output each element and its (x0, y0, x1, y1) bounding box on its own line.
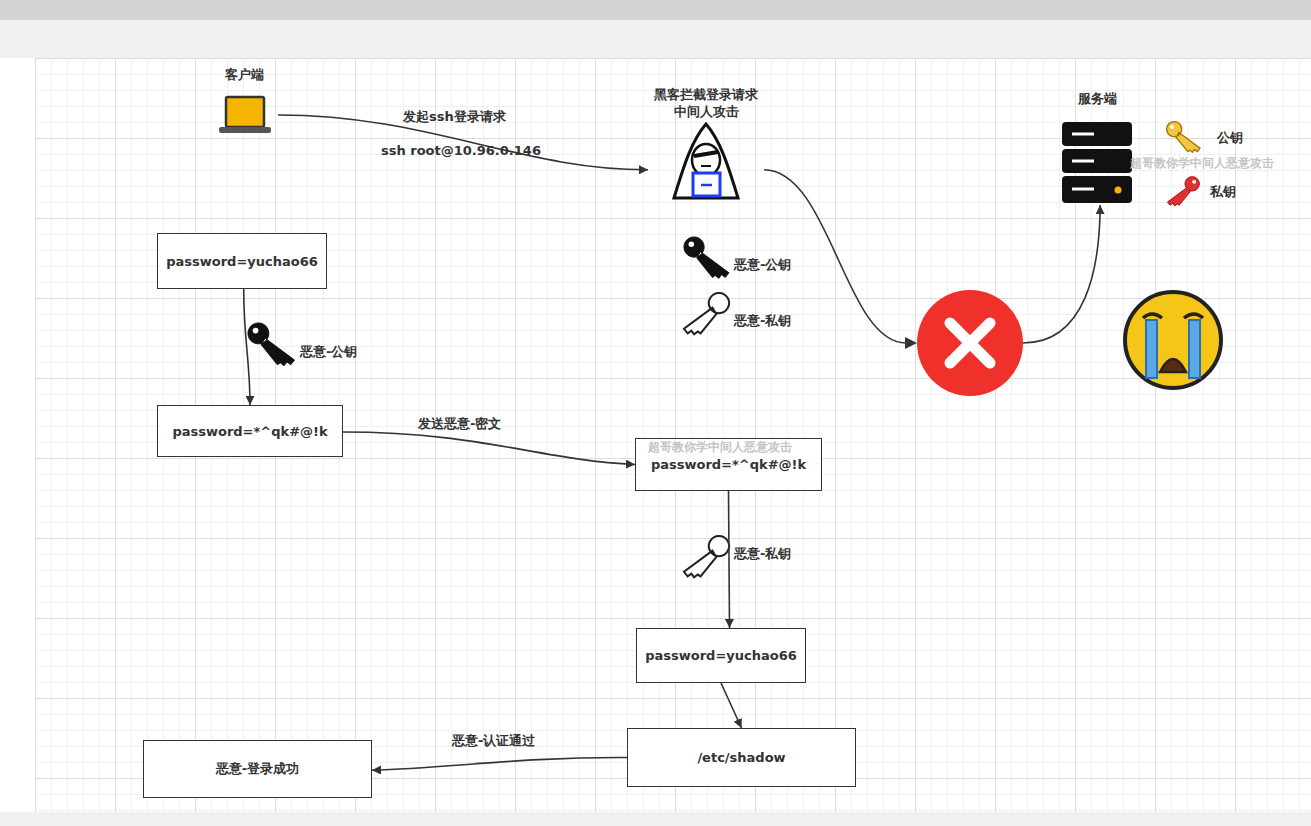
edge-label: 恶意-认证通过 (452, 732, 535, 750)
edge-label: 恶意-公钥 (300, 343, 357, 361)
node-text: 客户端 (210, 66, 278, 83)
server-node: 服务端 (1055, 90, 1140, 205)
node-text: password=yuchao66 (645, 648, 797, 663)
top-band (0, 0, 1311, 20)
node-text: password=*^qk#@!k (651, 457, 806, 472)
node-text: 恶意-登录成功 (216, 760, 299, 778)
server-icon (1062, 122, 1132, 203)
key-label: 私钥 (1210, 183, 1236, 201)
hacker-icon (674, 124, 738, 198)
command-label: ssh root@10.96.0.146 (381, 143, 541, 158)
key-label: 恶意-公钥 (734, 256, 791, 274)
arrow-connector (343, 432, 635, 465)
malicious-private-key-icon (684, 293, 729, 577)
process-box: 恶意-登录成功 (143, 740, 372, 798)
top-band (0, 20, 1311, 58)
process-box: /etc/shadow (627, 728, 856, 787)
arrow-connector (244, 289, 250, 405)
node-text: password=yuchao66 (166, 254, 318, 269)
process-box: password=yuchao66 (157, 233, 327, 289)
arrow-connector (764, 170, 1100, 343)
watermark: 超哥教你学中间人恶意攻击 (1130, 155, 1274, 172)
public-key-icon (1167, 122, 1200, 153)
arrow-connector (721, 683, 742, 728)
bottom-band (0, 812, 1311, 826)
edge-label: 发起ssh登录请求 (403, 108, 506, 126)
private-key-icon (1168, 177, 1200, 206)
process-box: password=yuchao66 (636, 628, 806, 683)
node-text: 黑客拦截登录请求 中间人攻击 (648, 86, 764, 120)
blocked-icon (905, 290, 1023, 396)
edge-label: 发送恶意-密文 (418, 415, 501, 433)
node-text: 服务端 (1055, 90, 1140, 107)
edge-label: 恶意-私钥 (734, 545, 791, 563)
attacker-node: 黑客拦截登录请求 中间人攻击 (648, 86, 764, 204)
crying-face-icon (1125, 292, 1221, 388)
arrow-connector (729, 491, 730, 628)
process-box: password=*^qk#@!k (157, 405, 343, 457)
node-text: password=*^qk#@!k (172, 424, 327, 439)
client-node: 客户端 (210, 66, 278, 138)
key-label: 公钥 (1217, 129, 1243, 147)
arrow-connector (372, 757, 627, 770)
watermark: 超哥教你学中间人恶意攻击 (648, 439, 792, 456)
laptop-icon (219, 97, 271, 133)
node-text: /etc/shadow (697, 750, 785, 765)
key-label: 恶意-私钥 (734, 312, 791, 330)
